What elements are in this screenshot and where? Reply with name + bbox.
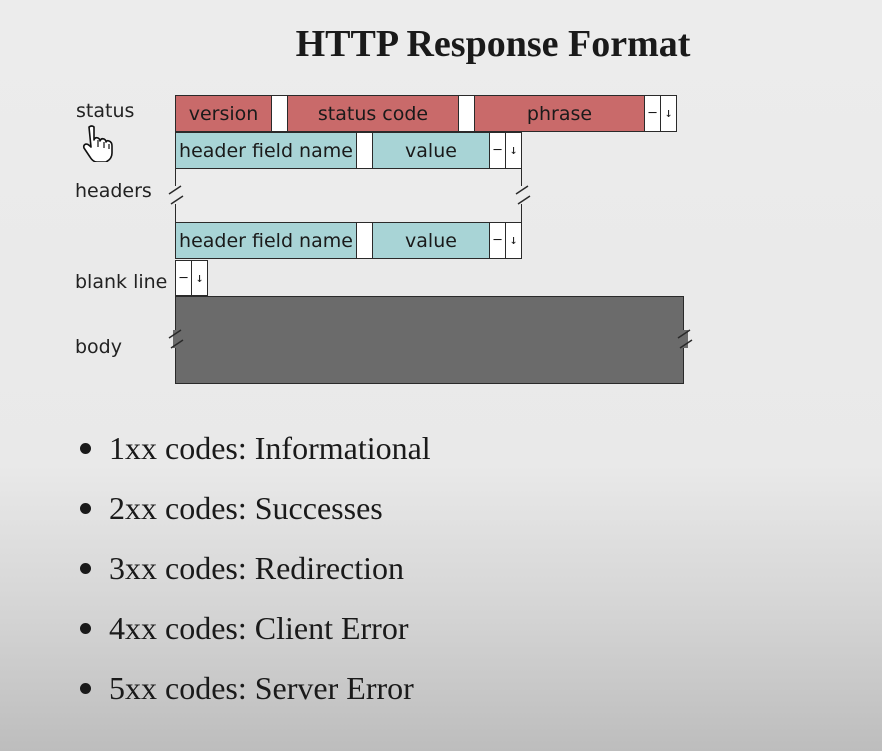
slide-title: HTTP Response Format <box>295 23 691 65</box>
lf-symbol: ↓ <box>660 95 677 132</box>
body-block <box>175 296 684 384</box>
header-value: value <box>372 222 490 259</box>
cr-symbol: ─ <box>489 222 506 259</box>
list-item-text: 2xx codes: Successes <box>109 490 383 526</box>
break-mark-icon <box>677 329 693 349</box>
headers-gap <box>175 169 522 222</box>
list-item-text: 5xx codes: Server Error <box>109 670 414 706</box>
lf-symbol: ↓ <box>505 132 522 169</box>
label-blank-line: blank line <box>75 271 168 293</box>
header-field-name: header field name <box>175 222 357 259</box>
cr-symbol: ─ <box>489 132 506 169</box>
list-item: 5xx codes: Server Error <box>80 658 431 718</box>
space-separator <box>458 95 475 132</box>
space-separator <box>356 132 373 169</box>
break-mark-icon <box>168 185 184 205</box>
list-item-text: 4xx codes: Client Error <box>109 610 409 646</box>
status-version-field: version <box>175 95 272 132</box>
bullet-icon <box>80 502 91 514</box>
label-headers: headers <box>75 180 152 202</box>
list-item: 2xx codes: Successes <box>80 478 431 538</box>
list-item: 3xx codes: Redirection <box>80 538 431 598</box>
break-mark-icon <box>515 185 531 205</box>
lf-symbol: ↓ <box>505 222 522 259</box>
bullet-icon <box>80 562 91 574</box>
bullet-icon <box>80 442 91 454</box>
status-phrase-field: phrase <box>474 95 645 132</box>
hand-cursor-icon <box>82 125 113 162</box>
status-code-field: status code <box>287 95 459 132</box>
list-item-text: 3xx codes: Redirection <box>109 550 405 586</box>
lf-symbol: ↓ <box>191 260 208 296</box>
status-code-list: 1xx codes: Informational 2xx codes: Succ… <box>80 418 431 718</box>
label-body: body <box>75 336 122 358</box>
break-mark-icon <box>168 329 184 349</box>
cr-symbol: ─ <box>175 260 192 296</box>
space-separator <box>356 222 373 259</box>
list-item: 4xx codes: Client Error <box>80 598 431 658</box>
label-status: status <box>76 100 135 122</box>
cr-symbol: ─ <box>644 95 661 132</box>
bullet-icon <box>80 622 91 634</box>
list-item: 1xx codes: Informational <box>80 418 431 478</box>
header-field-name: header field name <box>175 132 357 169</box>
space-separator <box>271 95 288 132</box>
bullet-icon <box>80 682 91 694</box>
header-value: value <box>372 132 490 169</box>
list-item-text: 1xx codes: Informational <box>109 430 431 466</box>
